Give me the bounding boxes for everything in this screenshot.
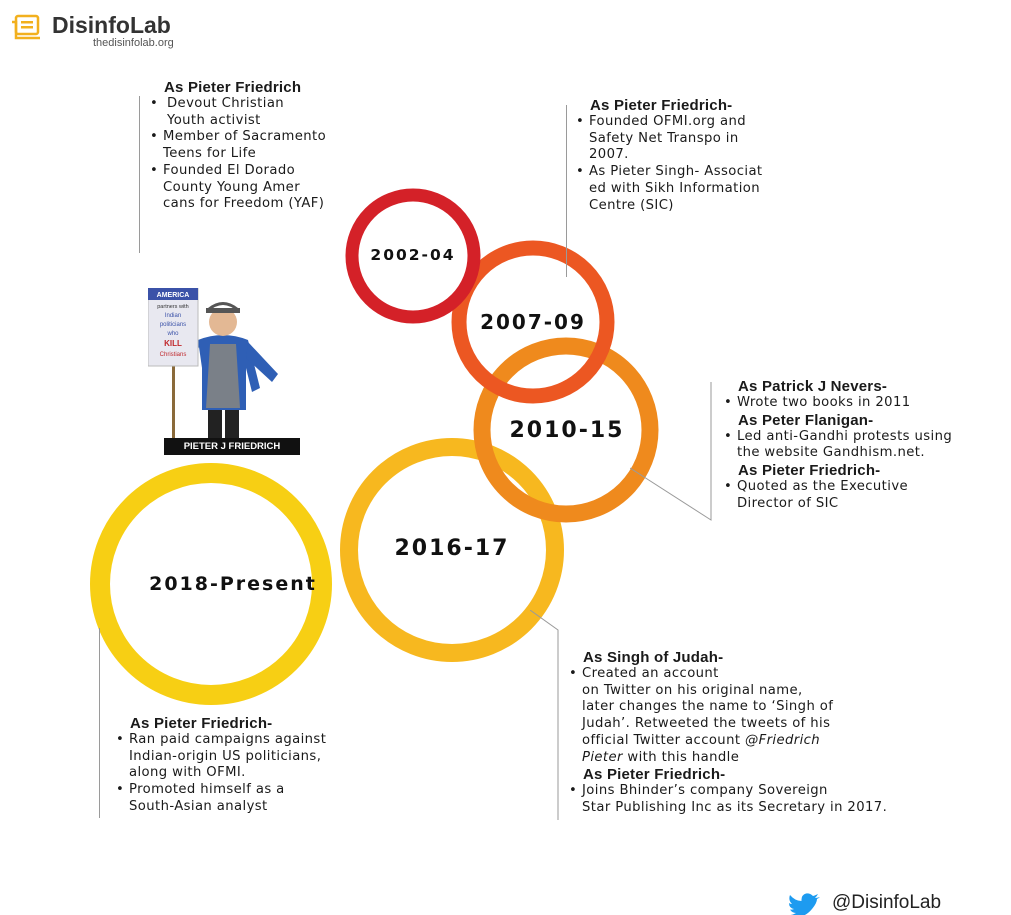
list-item: County Young Amer: [163, 179, 301, 195]
period-2002-04: 2002-04: [370, 246, 456, 264]
list-item: Founded OFMI.org and: [574, 114, 824, 131]
list-item: official Twitter account @Friedrich: [582, 732, 821, 748]
alias-heading: As Singh of Judah-: [583, 649, 724, 666]
list-item: Member of Sacramento: [148, 129, 388, 146]
list-item: Centre (SIC): [589, 197, 674, 213]
photo-caption: PIETER J FRIEDRICH: [164, 438, 300, 455]
ring-2018-present: [90, 463, 332, 705]
alias-heading: As Peter Flanigan-: [738, 411, 874, 429]
ring-2016-17: [340, 438, 564, 662]
list-item: on Twitter on his original name,: [582, 682, 803, 698]
list-item: cans for Freedom (YAF): [163, 196, 325, 212]
alias-heading: As Patrick J Nevers-: [738, 378, 888, 395]
list-item: Judah’. Retweeted the tweets of his: [582, 716, 831, 732]
person-photo: AMERICA partners with Indian politicians…: [148, 288, 278, 454]
list-item: Wrote two books in 2011: [722, 395, 1011, 412]
list-item: Devout Christian: [148, 96, 388, 113]
sign-text: AMERICA: [157, 292, 190, 299]
twitter-bird-icon: [788, 893, 820, 915]
alias-heading: As Pieter Friedrich-: [583, 766, 726, 784]
connector-2007-09: [566, 105, 567, 277]
list-item: Created an account: [567, 666, 987, 683]
twitter-handle-text: @Friedrich: [745, 732, 821, 748]
list-item: later changes the name to ‘Singh of: [582, 699, 834, 715]
ring-2010-15: [473, 337, 659, 523]
list-item: 2007.: [589, 147, 629, 163]
list-item: Safety Net Transpo in: [589, 130, 739, 146]
handle-text: @DisinfoLab: [832, 892, 942, 913]
list-item: ed with Sikh Information: [589, 180, 761, 196]
alias-heading: As Pieter Friedrich-: [738, 462, 881, 480]
ring-2007-09: [451, 240, 615, 404]
block-2002-04: As Pieter Friedrich Devout Christian You…: [148, 79, 388, 213]
period-2010-15: 2010-15: [509, 418, 625, 443]
block-2016-17: As Singh of Judah- Created an account on…: [567, 649, 987, 817]
list-item: Promoted himself as a: [114, 782, 394, 799]
list-item: Star Publishing Inc as its Secretary in …: [582, 799, 888, 815]
connector-2016-17: [530, 610, 559, 820]
list-item: Joins Bhinder’s company Sovereign: [567, 783, 987, 800]
brand-name: DisinfoLab: [52, 12, 171, 38]
list-item: Founded El Dorado: [148, 163, 388, 180]
list-item: Pieter with this handle: [582, 749, 740, 765]
sign-text: Indian: [165, 313, 181, 319]
list-item: Quoted as the Executive: [722, 479, 1011, 496]
list-item: Director of SIC: [737, 495, 839, 511]
twitter-handle-text: Pieter: [582, 749, 623, 765]
sign-text: politicians: [160, 322, 186, 328]
list-item: South-Asian analyst: [129, 798, 268, 814]
sign-text: who: [166, 331, 179, 337]
alias-heading: As Pieter Friedrich: [164, 79, 302, 96]
period-2016-17: 2016-17: [394, 536, 510, 561]
sign-text: partners with: [157, 304, 189, 310]
ring-2002-04: [345, 188, 481, 324]
list-item: Indian-origin US politicians,: [129, 748, 322, 764]
period-2007-09: 2007-09: [480, 310, 586, 334]
list-item: Led anti-Gandhi protests using: [722, 429, 1011, 446]
block-2018-present: As Pieter Friedrich- Ran paid campaigns …: [114, 715, 394, 816]
brand-url: thedisinfolab.org: [93, 37, 174, 49]
disinfolab-logo: DisinfoLab thedisinfolab.org: [10, 10, 210, 50]
sign-text: KILL: [164, 339, 182, 348]
alias-heading: As Pieter Friedrich-: [590, 97, 733, 114]
list-item: the website Gandhism.net.: [737, 445, 925, 461]
connector-2002-04: [139, 96, 140, 253]
block-2010-15: As Patrick J Nevers- Wrote two books in …: [722, 378, 1011, 513]
list-item: As Pieter Singh- Associat: [574, 164, 824, 181]
list-item: Ran paid campaigns against: [114, 732, 394, 749]
list-item: along with OFMI.: [129, 765, 246, 781]
disinfolab-logo-icon: [12, 14, 40, 40]
alias-heading: As Pieter Friedrich-: [130, 715, 273, 732]
list-item: Youth activist: [167, 112, 261, 128]
sign-text: Christians: [160, 352, 187, 358]
list-item: Teens for Life: [163, 146, 257, 162]
period-2018-present: 2018-Present: [149, 573, 317, 595]
block-2007-09: As Pieter Friedrich- Founded OFMI.org an…: [574, 97, 824, 214]
connector-2010-15: [630, 382, 712, 521]
connector-2018-present: [99, 628, 100, 818]
